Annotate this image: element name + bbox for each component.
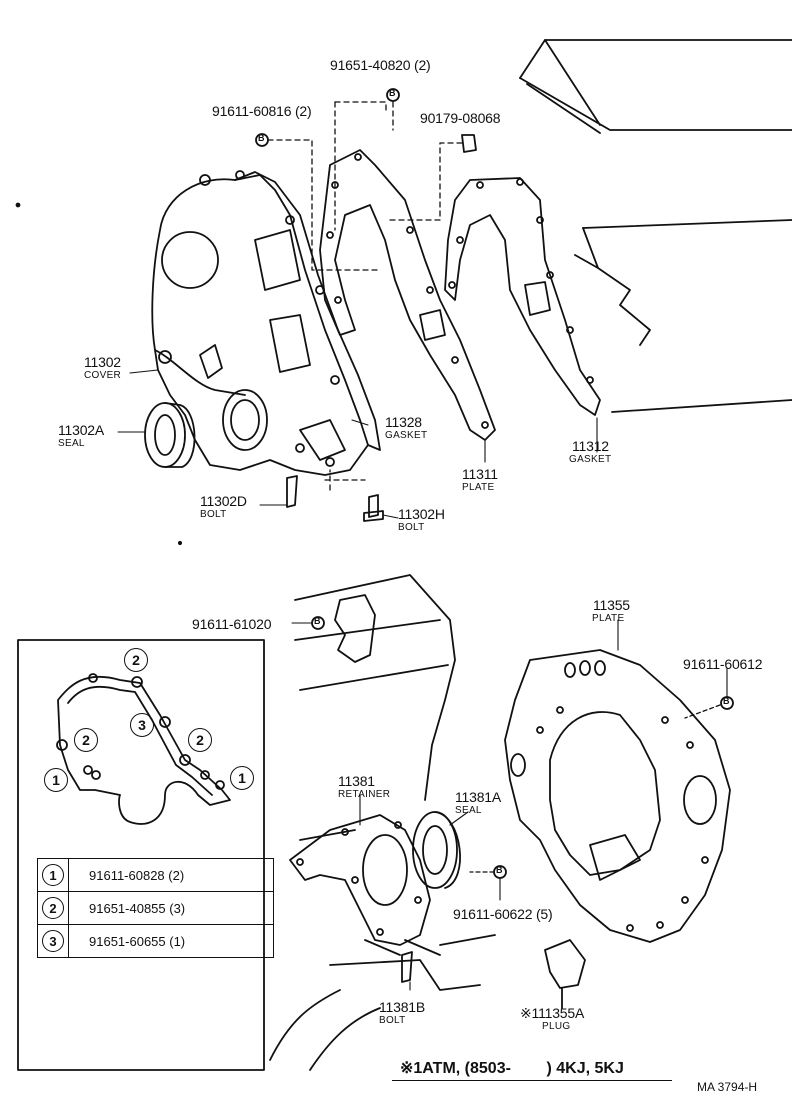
callout-11302D-name: BOLT	[200, 509, 227, 520]
applicability-note: ※1ATM, (8503- ) 4KJ, 5KJ	[400, 1060, 624, 1077]
inset-marker: 2	[74, 728, 98, 752]
stray-mark	[15, 202, 21, 208]
callout-91611-60612: 91611-60612	[683, 656, 763, 672]
timing-cover	[151, 170, 381, 476]
callout-11355: 11355	[593, 597, 630, 613]
callout-91651-40820: 91651-40820 (2)	[330, 57, 431, 73]
inset-marker: 3	[130, 713, 154, 737]
inset-marker: 2	[188, 728, 212, 752]
callout-111355A: ※111355A	[520, 1005, 585, 1021]
legend-number: 3	[42, 930, 64, 952]
seal-11381A	[412, 811, 507, 889]
callout-90179-08068: 90179-08068	[420, 110, 501, 126]
callout-11381B-name: BOLT	[379, 1015, 406, 1026]
legend-row: 3 91651-60655 (1)	[38, 924, 273, 957]
callout-11328-name: GASKET	[385, 430, 428, 441]
legend-part-number: 91651-40855 (3)	[89, 900, 186, 916]
gasket-11328	[319, 149, 496, 441]
legend-row: 1 91611-60828 (2)	[38, 859, 273, 891]
small-bracket	[311, 594, 376, 663]
callout-11381-name: RETAINER	[338, 789, 391, 800]
legend-number: 2	[42, 897, 64, 919]
callout-11302: 11302	[84, 354, 121, 370]
callout-111355A-name: PLUG	[542, 1021, 571, 1032]
callout-11311: 11311	[462, 466, 498, 482]
callout-91611-60816: 91611-60816 (2)	[212, 103, 312, 119]
callout-11328: 11328	[385, 414, 422, 430]
callout-11312: 11312	[572, 438, 609, 454]
engine-block-lower	[269, 574, 496, 1071]
leader-lines	[117, 369, 728, 1009]
bolt-marker-b: B	[258, 133, 265, 143]
inset-marker: 1	[230, 766, 254, 790]
bolt-marker-b: B	[496, 865, 503, 875]
bolt-marker-b: B	[389, 88, 396, 98]
stray-mark	[177, 540, 183, 546]
plate-11355	[504, 649, 734, 943]
bolt-marker-b: B	[314, 616, 321, 626]
callout-11302H-name: BOLT	[398, 522, 425, 533]
inset-marker: 2	[124, 648, 148, 672]
callout-11381A: 11381A	[455, 789, 502, 805]
bolt-marker-b: B	[723, 696, 730, 706]
callout-11311-name: PLATE	[462, 482, 495, 493]
plug-111355A	[544, 939, 586, 1009]
inset-legend-table: 1 91611-60828 (2) 2 91651-40855 (3) 3 91…	[37, 858, 274, 958]
callout-11302A: 11302A	[58, 422, 105, 438]
callout-91611-61020: 91611-61020	[192, 616, 272, 632]
callout-91611-60622: 91611-60622 (5)	[453, 906, 553, 922]
plate-11311	[444, 177, 601, 416]
legend-part-number: 91611-60828 (2)	[89, 867, 185, 883]
inset-marker: 1	[44, 768, 68, 792]
engine-block-top	[519, 39, 792, 413]
callout-11381A-name: SEAL	[455, 805, 482, 816]
legend-number: 1	[42, 864, 64, 886]
callout-11381: 11381	[338, 773, 375, 789]
legend-row: 2 91651-40855 (3)	[38, 891, 273, 924]
callout-11312-name: GASKET	[569, 454, 612, 465]
top-fasteners	[255, 88, 477, 491]
callout-11302H: 11302H	[398, 506, 445, 522]
footer-underline	[392, 1080, 672, 1081]
bolts-11302	[286, 475, 384, 522]
drawing-id: MA 3794-H	[697, 1080, 758, 1094]
bolt-11381B	[401, 951, 413, 983]
callout-11302-name: COVER	[84, 370, 122, 381]
retainer-11381	[289, 814, 441, 956]
inset-box	[17, 639, 265, 1071]
legend-part-number: 91651-60655 (1)	[89, 933, 186, 949]
callout-11302A-name: SEAL	[58, 438, 85, 449]
callout-11381B: 11381B	[379, 999, 426, 1015]
callout-11302D: 11302D	[200, 493, 247, 509]
seal-11302A	[144, 402, 196, 468]
callout-11355-name: PLATE	[592, 613, 625, 624]
